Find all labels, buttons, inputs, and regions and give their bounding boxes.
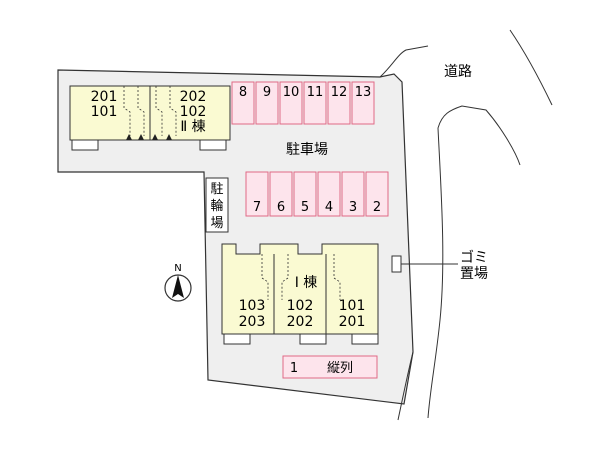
unit-203: 203 [239,314,266,330]
bike-label-1: 駐 [210,182,223,197]
parking-space-4: 4 [325,200,333,215]
unit-201: 201 [91,89,118,105]
bike-label-3: 場 [210,216,223,231]
unit-103: 103 [239,298,266,314]
parking-space-6: 6 [277,200,285,215]
parallel-parking-label: 縦列 [327,361,353,376]
garbage-area: ゴミ 置場 [391,249,488,282]
parking-space-3: 3 [349,200,357,215]
parking-row-top: 8 9 10 11 12 13 [231,81,375,125]
road-lines [379,29,553,421]
road-label: 道路 [444,64,472,80]
garbage-label-1: ゴミ [460,249,488,266]
parking-space-5: 5 [301,200,309,215]
parking-space-8: 8 [239,85,247,100]
unit-102-b: 102 [287,298,314,314]
building-2: 201 101 202 102 Ⅱ 棟 [69,85,231,151]
unit-101-b: 101 [339,298,366,314]
building-1: Ⅰ 棟 103 203 102 202 101 201 [221,243,379,345]
parking-space-11: 11 [307,85,324,100]
parking-space-2: 2 [373,200,381,215]
parking-space-1-number: 1 [290,361,298,376]
building-2-name: Ⅱ 棟 [180,119,205,135]
parking-space-7: 7 [253,200,261,215]
parking-space-10: 10 [283,85,300,100]
parking-space-9: 9 [263,85,271,100]
parking-row-middle: 7 6 5 4 3 2 [245,171,389,217]
garbage-label-2: 置場 [460,266,488,282]
parking-space-1: 1 縦列 [282,355,378,379]
unit-102: 102 [180,104,207,120]
building-1-name: Ⅰ 棟 [295,275,318,291]
unit-202: 202 [180,89,207,105]
bike-label-2: 輪 [210,198,223,214]
bicycle-parking: 駐 輪 場 [205,177,229,233]
unit-101: 101 [91,104,118,120]
parking-space-12: 12 [331,85,348,100]
unit-201-b: 201 [339,314,366,330]
north-arrow-icon: N [164,263,192,302]
unit-202-b: 202 [287,314,314,330]
north-label: N [174,263,181,274]
parking-label: 駐車場 [286,141,328,158]
parking-space-13: 13 [355,85,372,100]
